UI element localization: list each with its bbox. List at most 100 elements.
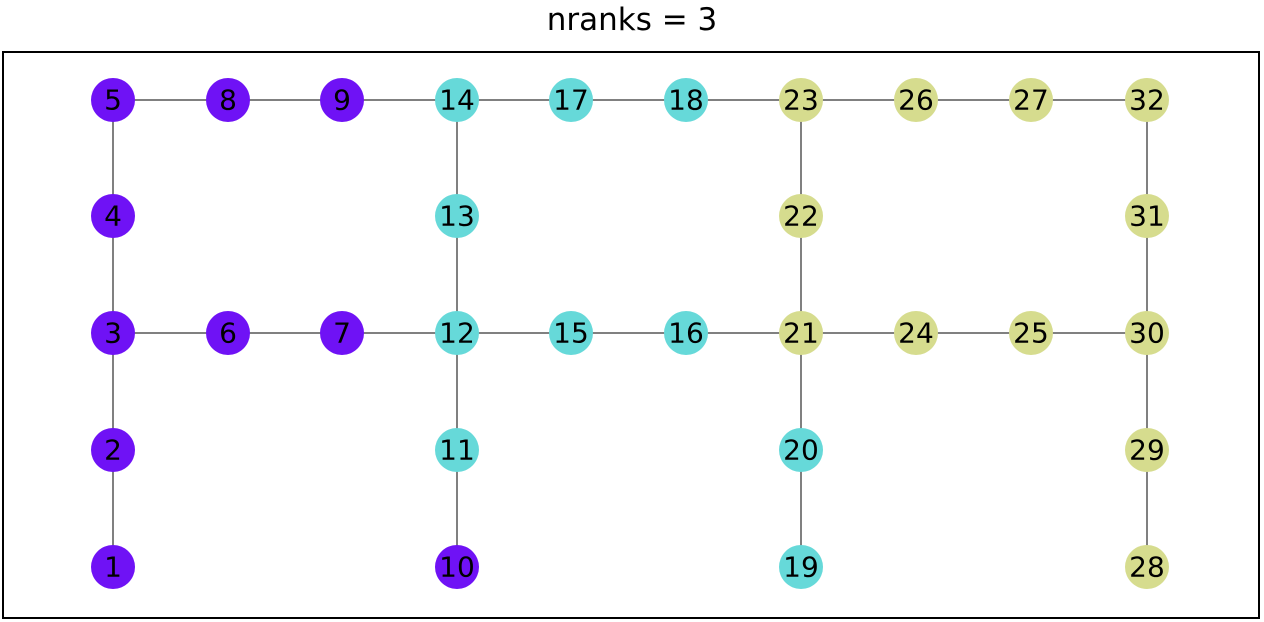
node-label: 6 bbox=[219, 317, 237, 350]
node-circle bbox=[664, 311, 708, 355]
node-3: 3 bbox=[91, 311, 135, 355]
node-circle bbox=[320, 78, 364, 122]
node-16: 16 bbox=[664, 311, 708, 355]
node-circle bbox=[206, 78, 250, 122]
node-circle bbox=[664, 78, 708, 122]
node-label: 30 bbox=[1129, 317, 1165, 350]
node-circle bbox=[91, 545, 135, 589]
node-label: 4 bbox=[104, 200, 122, 233]
node-circle bbox=[435, 545, 479, 589]
node-label: 2 bbox=[104, 434, 122, 467]
node-circle bbox=[435, 78, 479, 122]
node-circle bbox=[91, 428, 135, 472]
node-6: 6 bbox=[206, 311, 250, 355]
node-30: 30 bbox=[1125, 311, 1169, 355]
node-20: 20 bbox=[779, 428, 823, 472]
node-13: 13 bbox=[435, 194, 479, 238]
node-label: 24 bbox=[898, 317, 934, 350]
node-circle bbox=[435, 311, 479, 355]
node-circle bbox=[1125, 78, 1169, 122]
node-10: 10 bbox=[435, 545, 479, 589]
node-18: 18 bbox=[664, 78, 708, 122]
node-circle bbox=[320, 311, 364, 355]
node-circle bbox=[779, 545, 823, 589]
node-label: 8 bbox=[219, 84, 237, 117]
node-circle bbox=[779, 194, 823, 238]
node-label: 21 bbox=[783, 317, 819, 350]
node-11: 11 bbox=[435, 428, 479, 472]
node-label: 15 bbox=[553, 317, 589, 350]
node-label: 20 bbox=[783, 434, 819, 467]
node-19: 19 bbox=[779, 545, 823, 589]
node-label: 1 bbox=[104, 551, 122, 584]
node-label: 26 bbox=[898, 84, 934, 117]
edges-layer bbox=[112, 99, 1148, 567]
node-circle bbox=[779, 428, 823, 472]
node-22: 22 bbox=[779, 194, 823, 238]
node-32: 32 bbox=[1125, 78, 1169, 122]
node-circle bbox=[206, 311, 250, 355]
node-circle bbox=[1125, 311, 1169, 355]
node-circle bbox=[1125, 545, 1169, 589]
node-7: 7 bbox=[320, 311, 364, 355]
node-8: 8 bbox=[206, 78, 250, 122]
node-31: 31 bbox=[1125, 194, 1169, 238]
node-label: 11 bbox=[439, 434, 475, 467]
node-1: 1 bbox=[91, 545, 135, 589]
node-label: 16 bbox=[668, 317, 704, 350]
node-circle bbox=[549, 78, 593, 122]
plot-frame bbox=[2, 51, 1260, 619]
node-label: 9 bbox=[333, 84, 351, 117]
node-4: 4 bbox=[91, 194, 135, 238]
node-label: 23 bbox=[783, 84, 819, 117]
node-circle bbox=[1125, 194, 1169, 238]
node-25: 25 bbox=[1009, 311, 1053, 355]
node-label: 28 bbox=[1129, 551, 1165, 584]
node-circle bbox=[1009, 311, 1053, 355]
node-label: 13 bbox=[439, 200, 475, 233]
node-label: 7 bbox=[333, 317, 351, 350]
chart-title: nranks = 3 bbox=[546, 2, 718, 38]
node-17: 17 bbox=[549, 78, 593, 122]
node-21: 21 bbox=[779, 311, 823, 355]
node-23: 23 bbox=[779, 78, 823, 122]
node-15: 15 bbox=[549, 311, 593, 355]
node-circle bbox=[549, 311, 593, 355]
node-label: 3 bbox=[104, 317, 122, 350]
node-circle bbox=[779, 78, 823, 122]
node-circle bbox=[894, 78, 938, 122]
node-circle bbox=[91, 194, 135, 238]
node-26: 26 bbox=[894, 78, 938, 122]
node-9: 9 bbox=[320, 78, 364, 122]
node-circle bbox=[91, 311, 135, 355]
node-circle bbox=[91, 78, 135, 122]
node-label: 17 bbox=[553, 84, 589, 117]
node-27: 27 bbox=[1009, 78, 1053, 122]
node-14: 14 bbox=[435, 78, 479, 122]
node-circle bbox=[1009, 78, 1053, 122]
node-label: 5 bbox=[104, 84, 122, 117]
node-circle bbox=[435, 428, 479, 472]
node-5: 5 bbox=[91, 78, 135, 122]
node-label: 32 bbox=[1129, 84, 1165, 117]
node-label: 10 bbox=[439, 551, 475, 584]
node-12: 12 bbox=[435, 311, 479, 355]
node-circle bbox=[894, 311, 938, 355]
node-circle bbox=[435, 194, 479, 238]
node-circle bbox=[779, 311, 823, 355]
node-29: 29 bbox=[1125, 428, 1169, 472]
node-28: 28 bbox=[1125, 545, 1169, 589]
node-label: 19 bbox=[783, 551, 819, 584]
node-2: 2 bbox=[91, 428, 135, 472]
node-label: 12 bbox=[439, 317, 475, 350]
node-label: 31 bbox=[1129, 200, 1165, 233]
node-label: 14 bbox=[439, 84, 475, 117]
node-24: 24 bbox=[894, 311, 938, 355]
node-label: 29 bbox=[1129, 434, 1165, 467]
node-label: 18 bbox=[668, 84, 704, 117]
node-label: 22 bbox=[783, 200, 819, 233]
node-label: 25 bbox=[1013, 317, 1049, 350]
node-label: 27 bbox=[1013, 84, 1049, 117]
